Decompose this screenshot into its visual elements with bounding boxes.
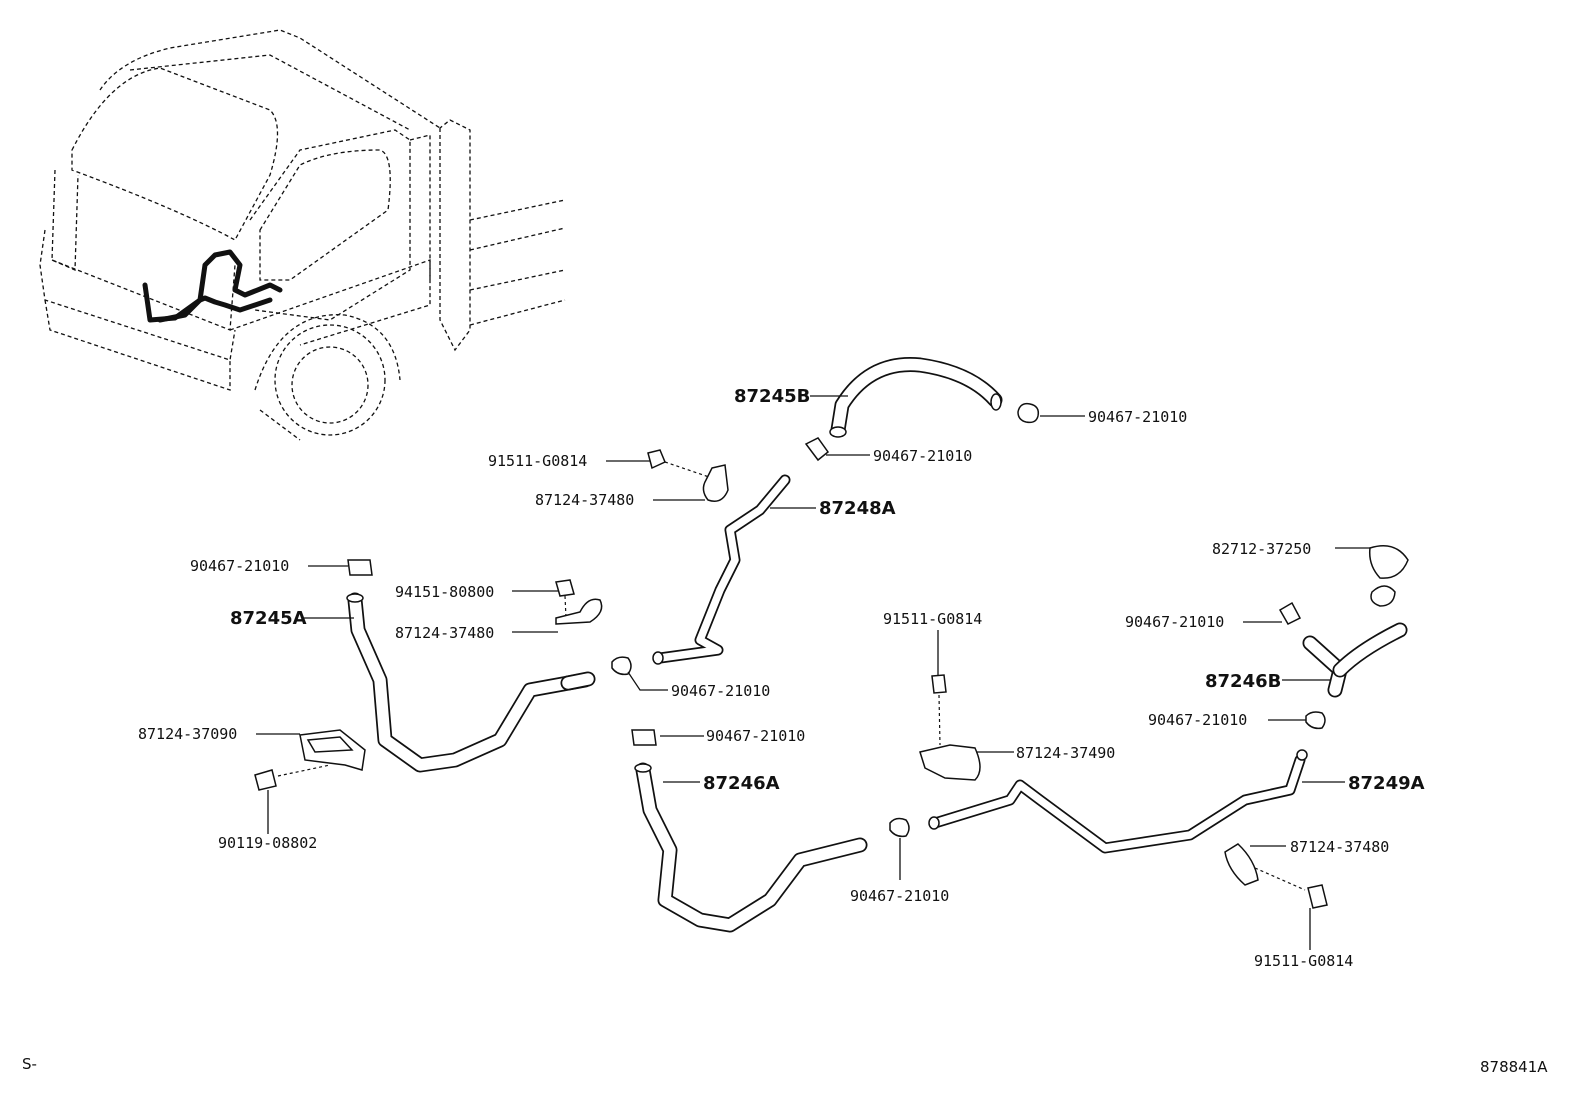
label-90467-21010: 90467-21010 (1125, 613, 1224, 631)
hose-87245A (346, 592, 596, 773)
clip-icon (555, 598, 603, 625)
clamp-icon (804, 437, 830, 462)
clamp-icon (347, 559, 373, 576)
clamp-icon (1305, 711, 1326, 730)
label-91511-G0814: 91511-G0814 (1254, 952, 1353, 970)
wire-harness-branch (157, 295, 273, 323)
hose-87246A (634, 762, 868, 933)
pipe-87248A (652, 474, 791, 665)
clamp-icon (631, 729, 657, 746)
diagram-id: 878841A (1480, 1058, 1548, 1076)
label-90467-21010: 90467-21010 (190, 557, 289, 575)
hose-87245B (829, 357, 1003, 438)
label-87124-37480: 87124-37480 (395, 624, 494, 642)
clamp-icon (1017, 402, 1040, 424)
label-90467-21010: 90467-21010 (850, 887, 949, 905)
bolt-icon (647, 449, 666, 470)
clip-icon (1368, 545, 1409, 579)
part-labels: 87245B 90467-21010 90467-21010 91511-G08… (138, 386, 1425, 970)
leader-lines (256, 395, 1370, 950)
nut-icon (555, 579, 575, 597)
bolt-icon (1307, 884, 1328, 909)
bolt-icon (254, 769, 277, 791)
label-87124-37480: 87124-37480 (1290, 838, 1389, 856)
wire-harness-line (142, 249, 283, 323)
label-90467-21010: 90467-21010 (671, 682, 770, 700)
pipe-87249A (928, 749, 1308, 854)
hose-clamp-icons (347, 402, 1326, 838)
label-87246A: 87246A (703, 773, 780, 794)
label-91511-G0814: 91511-G0814 (488, 452, 587, 470)
label-90467-21010: 90467-21010 (873, 447, 972, 465)
label-90119-08802: 90119-08802 (218, 834, 317, 852)
label-87124-37480: 87124-37480 (535, 491, 634, 509)
label-90467-21010: 90467-21010 (1148, 711, 1247, 729)
truck-illustration (39, 29, 566, 441)
label-87246B: 87246B (1205, 671, 1281, 692)
label-87249A: 87249A (1348, 773, 1425, 794)
label-91511-G0814: 91511-G0814 (883, 610, 982, 628)
clamp-icon (1278, 601, 1302, 625)
label-94151-80800: 94151-80800 (395, 583, 494, 601)
label-87245A: 87245A (230, 608, 307, 629)
label-90467-21010: 90467-21010 (1088, 408, 1187, 426)
clamp-icon (889, 817, 910, 838)
label-87245B: 87245B (734, 386, 810, 407)
clip-icon (1224, 843, 1259, 886)
label-87124-37490: 87124-37490 (1016, 744, 1115, 762)
bolt-icon (931, 674, 947, 694)
clip-icon (919, 744, 981, 781)
label-87124-37090: 87124-37090 (138, 725, 237, 743)
label-90467-21010: 90467-21010 (706, 727, 805, 745)
clip-icon (702, 464, 729, 502)
clamp-icon (611, 656, 632, 676)
label-82712-37250: 82712-37250 (1212, 540, 1311, 558)
footer-left-code: S- (22, 1055, 37, 1073)
label-87248A: 87248A (819, 498, 896, 519)
bracket-and-bolt-icons (254, 449, 1409, 909)
hose-87246B (1302, 622, 1408, 698)
